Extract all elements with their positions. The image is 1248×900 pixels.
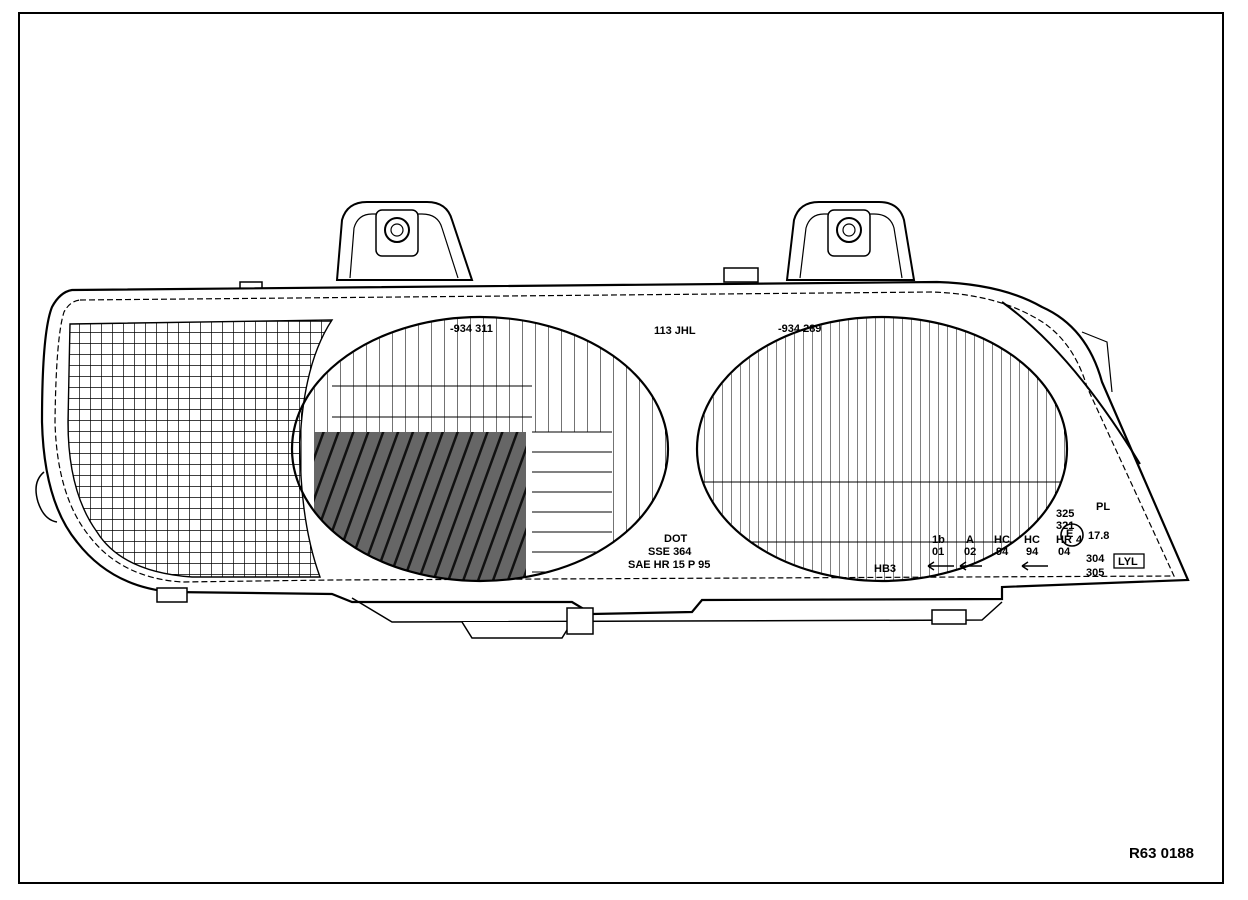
side-edge-line bbox=[1001, 301, 1141, 465]
lyl-text: LYL bbox=[1118, 556, 1138, 568]
bottom-trim bbox=[35, 471, 1003, 639]
lyl-box bbox=[1113, 553, 1145, 569]
low-beam-code: -934 311 bbox=[450, 323, 493, 335]
low-beam-rim bbox=[290, 315, 670, 583]
mount-lug-left bbox=[335, 201, 474, 281]
high-beam-rim bbox=[695, 315, 1069, 583]
mark-305: 305 bbox=[1086, 567, 1104, 579]
mark-325: 325 bbox=[1056, 508, 1074, 520]
mount-lug-right bbox=[785, 201, 916, 281]
high-beam-code: -934 289 bbox=[778, 323, 821, 335]
mark-pl: PL bbox=[1096, 501, 1110, 513]
reference-code: R63 0188 bbox=[1128, 845, 1194, 862]
arrow-marks bbox=[927, 561, 1048, 571]
mark-hc-1-num: 94 bbox=[996, 546, 1009, 558]
mark-01: 01 bbox=[932, 546, 944, 558]
mark-hr: HR bbox=[1056, 534, 1072, 546]
sae-mark: SAE HR 15 P 95 bbox=[628, 559, 710, 571]
mark-hc-1: HC bbox=[994, 534, 1010, 546]
top-clip-right bbox=[723, 267, 759, 283]
mark-hc-2-num: 94 bbox=[1026, 546, 1039, 558]
mark-304: 304 bbox=[1086, 553, 1105, 565]
drawing-frame: -934 311 113 JHL -934 289 DOT SSE 364 SA… bbox=[18, 12, 1224, 884]
headlight-drawing: -934 311 113 JHL -934 289 DOT SSE 364 SA… bbox=[35, 201, 1190, 639]
mark-17-8: 17.8 bbox=[1088, 530, 1109, 542]
center-code: 113 JHL bbox=[654, 325, 696, 337]
mark-hc-2: HC bbox=[1024, 534, 1040, 546]
mark-02: 02 bbox=[964, 546, 976, 558]
e-mark-circle bbox=[1060, 523, 1084, 547]
e-mark-num: 4 bbox=[1076, 534, 1083, 546]
mark-A: A bbox=[966, 534, 974, 546]
mark-hr-num: 04 bbox=[1058, 546, 1071, 558]
high-beam-lens bbox=[697, 317, 1067, 581]
sse-mark: SSE 364 bbox=[648, 546, 692, 558]
dot-mark: DOT bbox=[664, 533, 688, 545]
hb3-mark: HB3 bbox=[874, 563, 896, 575]
e-mark: E bbox=[1066, 528, 1073, 540]
mark-1b: 1b bbox=[932, 534, 945, 546]
indicator-lens-grid bbox=[67, 319, 334, 578]
low-beam-lens bbox=[292, 317, 668, 581]
housing-inner-outline bbox=[54, 291, 1175, 583]
